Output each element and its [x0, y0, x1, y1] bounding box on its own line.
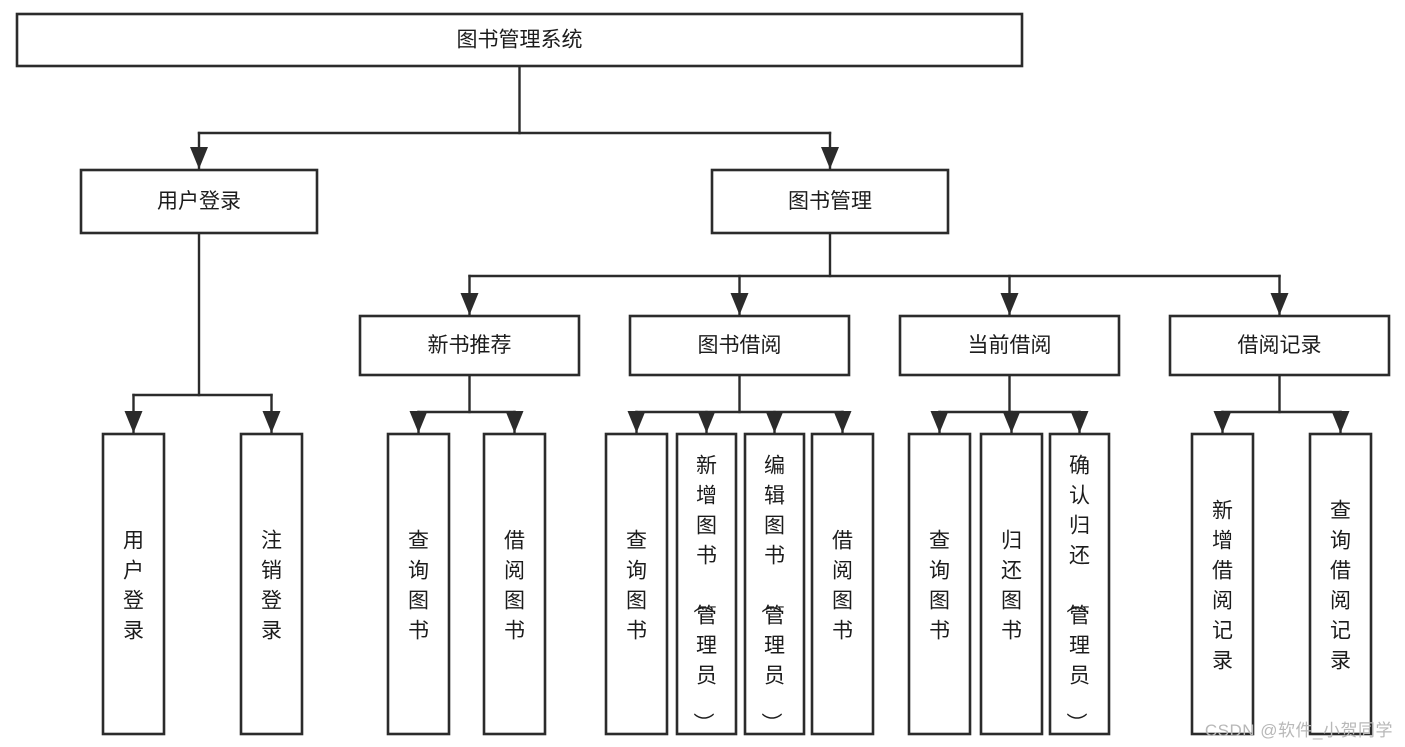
node-label: 用户登录 [157, 190, 241, 213]
node-box[interactable] [15, 12, 1024, 68]
node-label: 新增图书（管理员） [691, 454, 717, 733]
node-box[interactable] [1048, 432, 1111, 736]
arrow-head-icon [1270, 293, 1289, 315]
node-label: 借阅图书 [832, 529, 853, 642]
node-box[interactable] [1168, 314, 1391, 377]
arrow-head-icon [833, 411, 852, 433]
node-label: 注销登录 [261, 529, 282, 642]
node-借阅图书-leaf-7[interactable]: 借阅图书 [810, 432, 875, 736]
node-label: 编辑图书（管理员） [759, 454, 785, 733]
arrow-head-icon [730, 293, 749, 315]
arrow-head-icon [262, 411, 281, 433]
arrow-head-icon [505, 411, 524, 433]
arrow-head-icon [460, 293, 479, 315]
node-注销登录-leaf-1[interactable]: 注销登录 [239, 432, 304, 736]
node-label: 查询图书 [408, 529, 429, 642]
node-查询图书-leaf-2[interactable]: 查询图书 [386, 432, 451, 736]
node-确认归还-管理员-leaf-10[interactable]: 确认归还（管理员） [1048, 432, 1111, 736]
node-新增图书-管理员-leaf-5[interactable]: 新增图书（管理员） [675, 432, 738, 736]
node-box[interactable] [239, 432, 304, 736]
node-box[interactable] [482, 432, 547, 736]
node-label: 借阅记录 [1238, 334, 1322, 357]
node-图书借阅-l3[interactable]: 图书借阅 [628, 314, 851, 377]
arrow-head-icon [765, 411, 784, 433]
node-label: 确认归还（管理员） [1064, 454, 1090, 733]
node-用户登录-l2[interactable]: 用户登录 [79, 168, 319, 235]
node-label: 查询图书 [929, 529, 950, 642]
node-box[interactable] [358, 314, 581, 377]
arrow-head-icon [930, 411, 949, 433]
node-box[interactable] [628, 314, 851, 377]
node-box[interactable] [898, 314, 1121, 377]
node-box[interactable] [743, 432, 806, 736]
node-label: 查询借阅记录 [1330, 499, 1351, 672]
node-label: 图书管理 [788, 190, 872, 213]
node-新书推荐-l3[interactable]: 新书推荐 [358, 314, 581, 377]
node-box[interactable] [604, 432, 669, 736]
node-label: 归还图书 [1001, 529, 1022, 642]
node-label: 图书管理系统 [457, 29, 583, 52]
node-box[interactable] [101, 432, 166, 736]
arrow-head-icon [124, 411, 143, 433]
node-label: 新增借阅记录 [1212, 499, 1233, 672]
node-label: 当前借阅 [968, 334, 1052, 357]
node-归还图书-leaf-9[interactable]: 归还图书 [979, 432, 1044, 736]
node-借阅记录-l3[interactable]: 借阅记录 [1168, 314, 1391, 377]
arrow-head-icon [190, 147, 208, 169]
node-label: 查询图书 [626, 529, 647, 642]
node-box[interactable] [979, 432, 1044, 736]
node-box[interactable] [386, 432, 451, 736]
node-box[interactable] [1190, 432, 1255, 736]
node-图书管理系统-root[interactable]: 图书管理系统 [15, 12, 1024, 68]
arrow-head-icon [1070, 411, 1089, 433]
node-查询借阅记录-leaf-12[interactable]: 查询借阅记录 [1308, 432, 1373, 736]
arrow-head-icon [409, 411, 428, 433]
arrow-head-icon [821, 147, 839, 169]
node-box[interactable] [907, 432, 972, 736]
node-label: 新书推荐 [428, 334, 512, 357]
arrow-head-icon [697, 411, 716, 433]
node-box[interactable] [1308, 432, 1373, 736]
node-box[interactable] [810, 432, 875, 736]
node-查询图书-leaf-4[interactable]: 查询图书 [604, 432, 669, 736]
node-借阅图书-leaf-3[interactable]: 借阅图书 [482, 432, 547, 736]
node-编辑图书-管理员-leaf-6[interactable]: 编辑图书（管理员） [743, 432, 806, 736]
node-box[interactable] [675, 432, 738, 736]
node-label: 图书借阅 [698, 334, 782, 357]
node-label: 用户登录 [123, 529, 144, 642]
node-查询图书-leaf-8[interactable]: 查询图书 [907, 432, 972, 736]
arrow-head-icon [1213, 411, 1232, 433]
node-新增借阅记录-leaf-11[interactable]: 新增借阅记录 [1190, 432, 1255, 736]
node-当前借阅-l3[interactable]: 当前借阅 [898, 314, 1121, 377]
arrow-head-icon [1000, 293, 1019, 315]
node-图书管理-l2[interactable]: 图书管理 [710, 168, 950, 235]
node-box[interactable] [79, 168, 319, 235]
arrow-head-icon [1002, 411, 1021, 433]
node-用户登录-leaf-0[interactable]: 用户登录 [101, 432, 166, 736]
node-label: 借阅图书 [504, 529, 525, 642]
node-box[interactable] [710, 168, 950, 235]
arrow-head-icon [1331, 411, 1350, 433]
watermark-text: CSDN @软件_小贺同学 [1204, 721, 1393, 740]
arrow-head-icon [627, 411, 646, 433]
